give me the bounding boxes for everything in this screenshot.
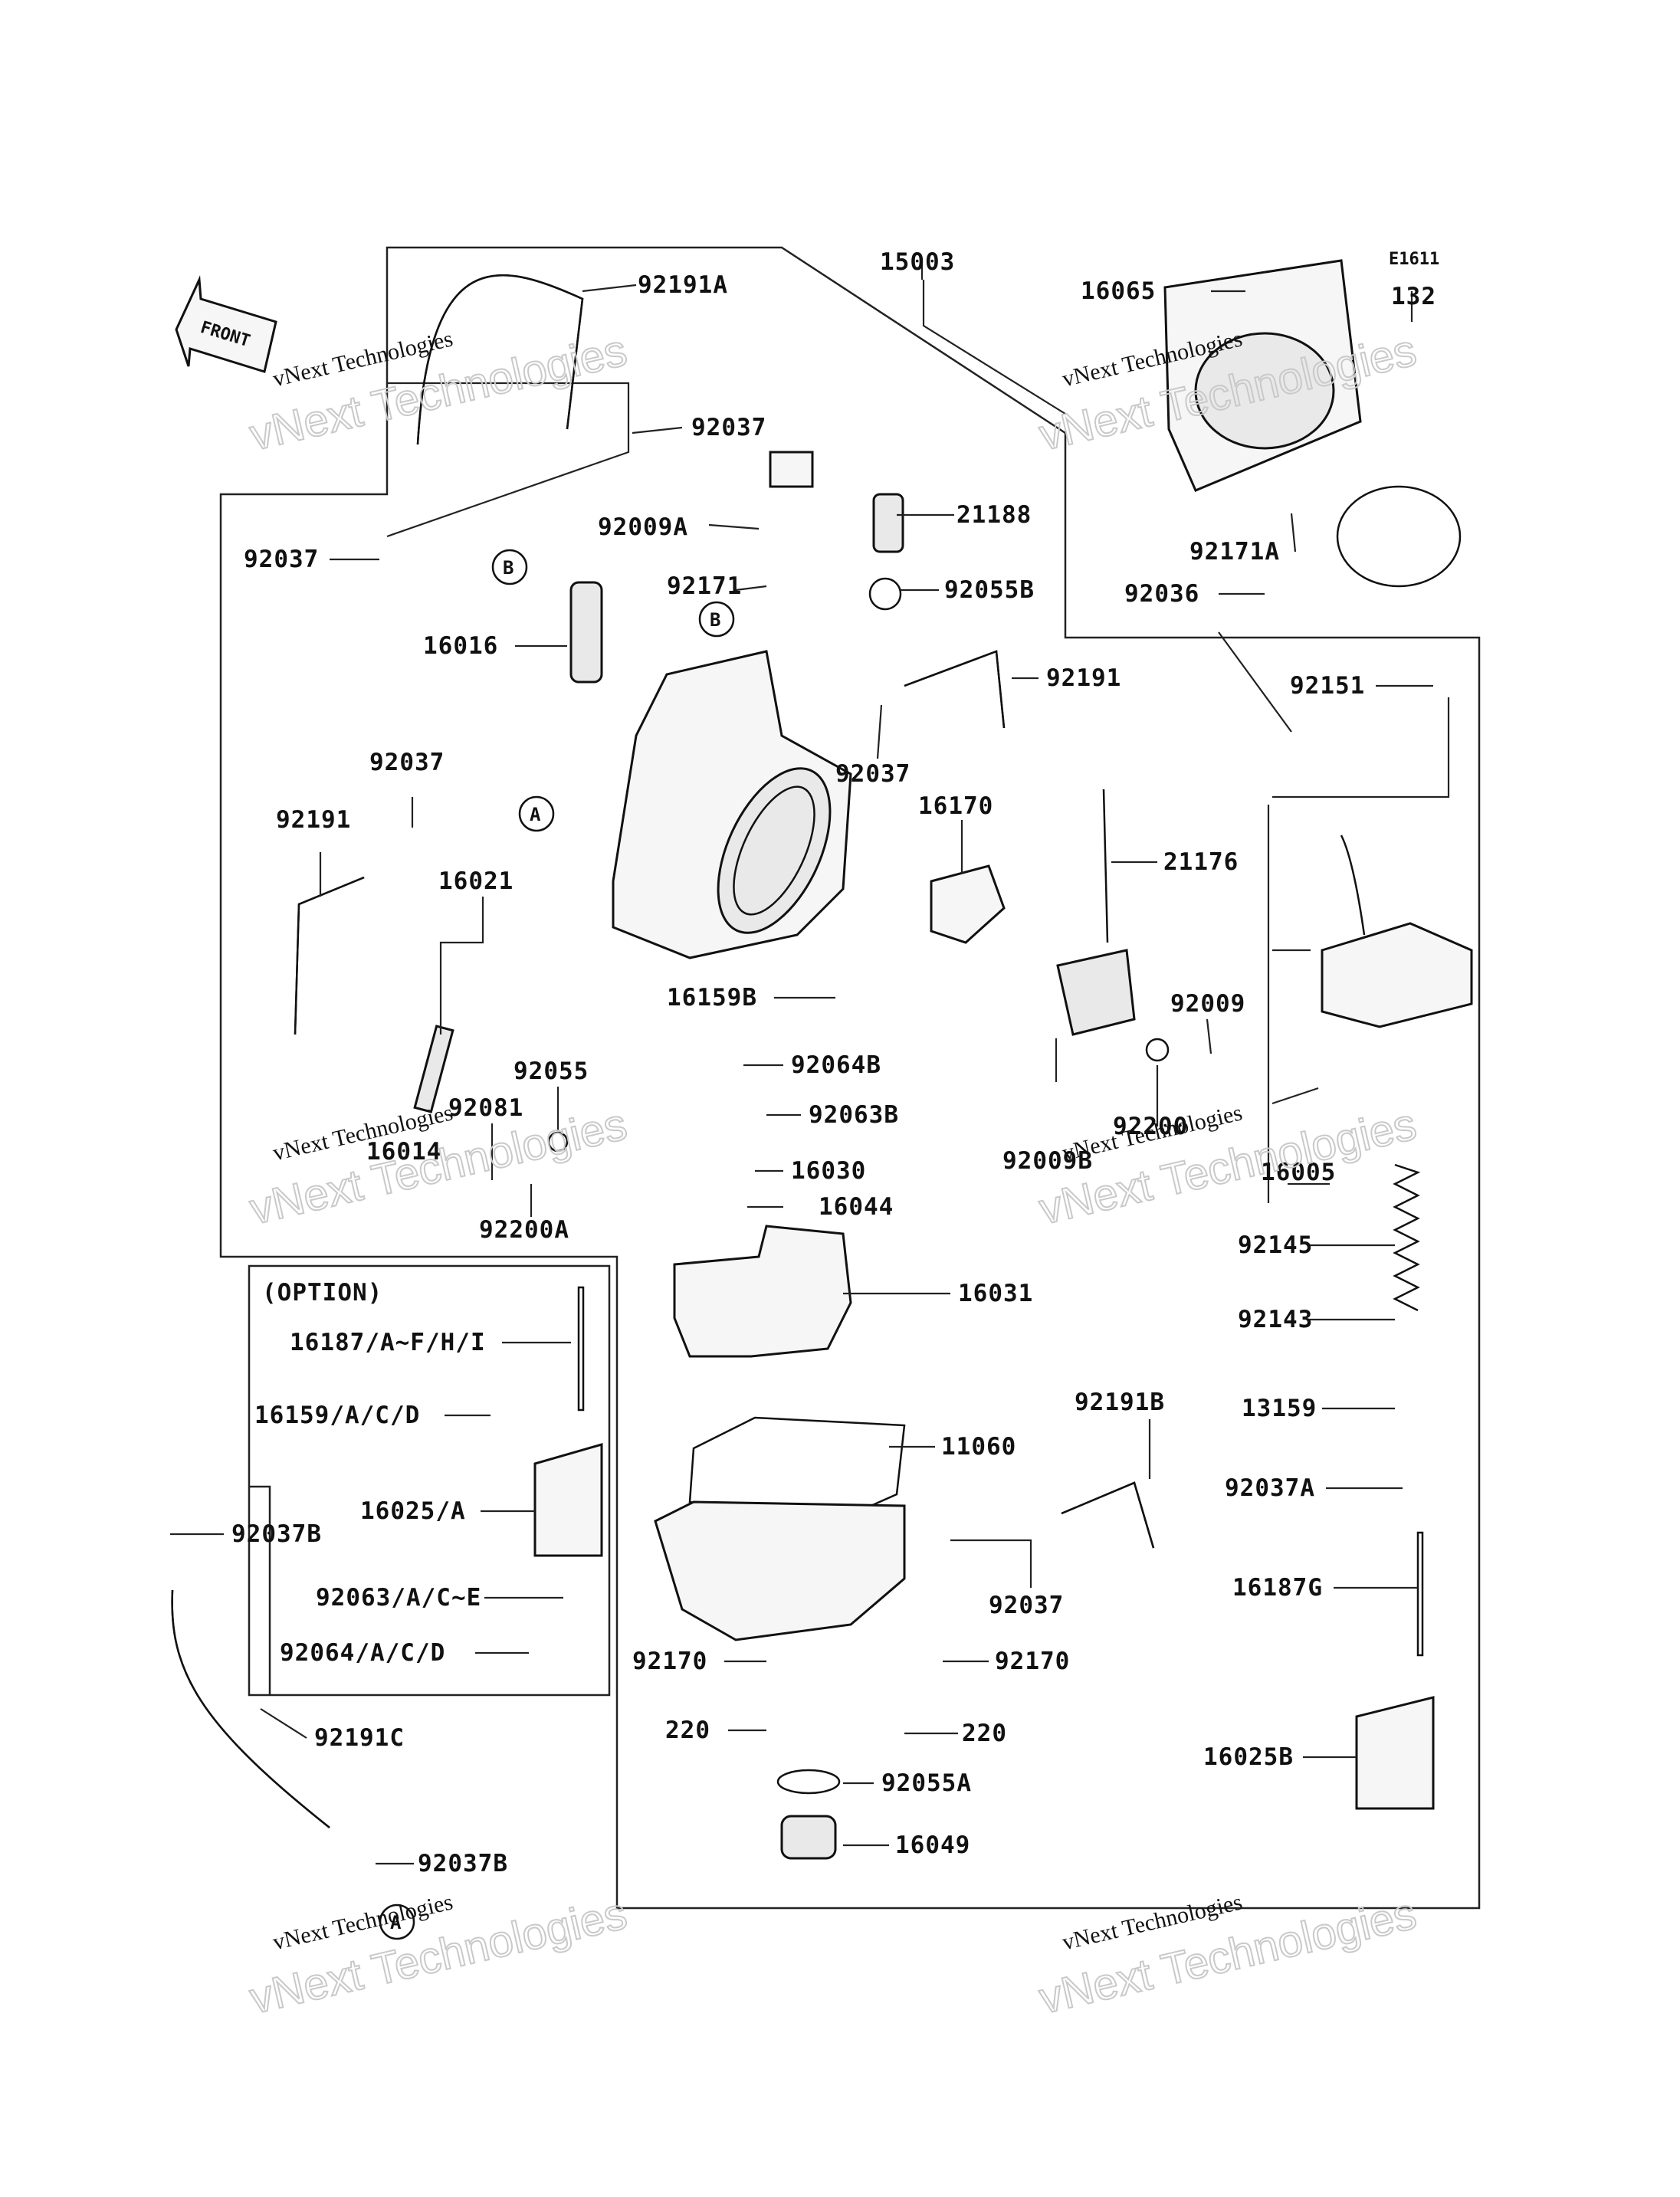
part-label: 92037B	[418, 1850, 508, 1877]
needle-option-art	[577, 1286, 585, 1412]
parts-art	[171, 259, 1473, 1860]
carburetor-intake-art	[717, 767, 832, 934]
part-label: 92063B	[809, 1101, 899, 1129]
option-box-step	[249, 1485, 271, 1695]
clamp-art	[1336, 485, 1462, 588]
throttle-sensor-art	[930, 864, 1006, 944]
part-label: 92191	[1046, 664, 1121, 692]
part-label: 92081	[448, 1094, 523, 1122]
part-label: 16005	[1261, 1159, 1336, 1186]
part-label: 92171	[667, 572, 742, 600]
part-label: 11060	[941, 1433, 1016, 1461]
part-label: 92055B	[944, 576, 1035, 604]
option-box	[248, 1264, 611, 1697]
diagram-code: E1611	[1389, 250, 1439, 269]
part-label: 92037	[244, 546, 319, 573]
solenoid-valve-art	[872, 493, 904, 553]
part-label: 132	[1391, 283, 1436, 310]
label-leaders	[170, 262, 1433, 1865]
part-label: 92037	[691, 414, 766, 441]
spring-art	[1393, 1163, 1421, 1312]
air-screw-art	[569, 581, 603, 684]
marker-b-2-label: B	[710, 609, 720, 631]
part-label: 92055	[514, 1058, 589, 1085]
washer-art	[1145, 1038, 1170, 1062]
part-label: 92037	[989, 1592, 1064, 1619]
part-label: 16025/A	[360, 1497, 466, 1525]
part-label: 16159B	[667, 984, 757, 1012]
part-label: 92143	[1238, 1306, 1313, 1333]
pilot-screw-art	[413, 1025, 454, 1113]
bowl-gasket-art	[688, 1416, 906, 1526]
assembly-frame	[219, 246, 1481, 1910]
part-label: 92036	[1124, 580, 1199, 608]
part-label: 16170	[918, 792, 993, 820]
part-label: 92170	[995, 1648, 1070, 1675]
float-bowl-art	[654, 1500, 906, 1641]
jet-needle-art	[1416, 1531, 1424, 1657]
part-label: 92064B	[791, 1051, 881, 1079]
short-hose-right-art	[904, 650, 1006, 729]
part-label: 21188	[956, 501, 1032, 529]
part-labels: 92191A 15003 16065 132 92037 21188 92009…	[231, 248, 1436, 1877]
vent-hose-b-art	[1061, 1481, 1155, 1549]
part-label: 92200	[1113, 1113, 1188, 1140]
part-label: 220	[962, 1720, 1007, 1747]
part-label: 16030	[791, 1157, 866, 1185]
part-label: 92191C	[314, 1724, 405, 1752]
throttle-cap-art	[1321, 922, 1473, 1028]
marker-a-1: A	[518, 795, 555, 832]
part-label: 92009A	[598, 513, 688, 541]
part-label: 92009B	[1002, 1147, 1093, 1175]
part-label: 16049	[895, 1831, 970, 1859]
throttle-valve-b-art	[1355, 1696, 1435, 1810]
part-label: 16031	[958, 1280, 1033, 1307]
part-label: 16021	[438, 867, 514, 895]
part-label: 16159/A/C/D	[254, 1402, 420, 1429]
part-label: 92037	[369, 749, 445, 776]
part-label: 16016	[423, 632, 498, 660]
part-label: 92037	[835, 760, 911, 788]
marker-a-2: A	[379, 1904, 415, 1940]
part-label: 16187/A~F/H/I	[290, 1329, 486, 1356]
sensor-cable-art	[1102, 789, 1109, 943]
assembly-leaders	[386, 280, 1450, 1203]
part-label: 13159	[1242, 1395, 1317, 1422]
part-label: 92170	[632, 1648, 707, 1675]
part-label: 16065	[1081, 277, 1156, 305]
part-label: 92191B	[1075, 1389, 1165, 1416]
part-label: 16044	[819, 1193, 894, 1221]
o-ring-art	[776, 1769, 841, 1795]
front-arrow: FRONT	[175, 275, 277, 373]
part-label: 92145	[1238, 1231, 1313, 1259]
part-label: 92191A	[638, 271, 728, 299]
part-label: 92064/A/C/D	[280, 1639, 445, 1667]
part-label: 92037A	[1225, 1474, 1315, 1502]
marker-b-2: B	[698, 601, 735, 638]
part-label: 92171A	[1189, 538, 1280, 566]
float-art	[673, 1225, 852, 1358]
part-label: 21176	[1163, 848, 1239, 876]
marker-a-2-label: A	[390, 1912, 402, 1933]
marker-b-1: B	[491, 549, 528, 585]
part-label: 16025B	[1203, 1743, 1294, 1771]
part-label: 92151	[1290, 672, 1365, 700]
vent-hose-art	[171, 1589, 330, 1828]
throttle-valve-a-art	[533, 1443, 603, 1557]
part-label: 220	[665, 1717, 710, 1744]
option-label: (OPTION)	[262, 1279, 382, 1307]
marker-a-1-label: A	[530, 804, 541, 825]
part-label: 92037B	[231, 1520, 322, 1548]
part-label: 92200A	[479, 1216, 569, 1244]
part-label: 92055A	[881, 1769, 972, 1797]
part-label: 92191	[276, 806, 351, 834]
part-label: 16014	[366, 1138, 441, 1166]
part-label: 16187G	[1232, 1574, 1323, 1602]
part-label: 92009	[1170, 990, 1245, 1018]
drain-plug-art	[780, 1815, 837, 1860]
part-label: 92063/A/C~E	[316, 1584, 481, 1612]
marker-b-1-label: B	[503, 557, 514, 579]
part-label: 15003	[880, 248, 955, 276]
